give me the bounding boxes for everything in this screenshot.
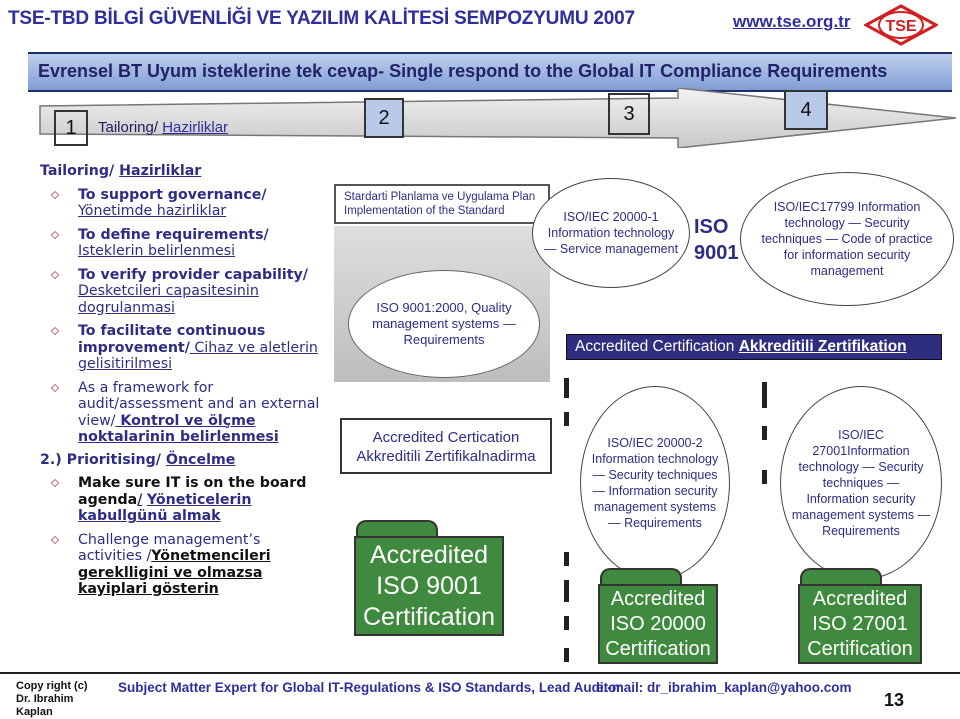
divider-bar (564, 378, 569, 398)
bullet-icon (50, 230, 60, 239)
divider-bar (762, 426, 767, 440)
divider-bar (762, 470, 767, 484)
divider-bar (564, 616, 569, 630)
item-turkish[interactable]: Yöneticelerin kabullgünü almak (78, 491, 252, 525)
cert-27001-tab (800, 568, 882, 588)
iso-27001-ellipse: ISO/IEC 27001Information technology — Se… (780, 386, 942, 580)
accredited-certification-box: Accredited Certication Akkreditili Zerti… (340, 418, 552, 474)
step-2-box: 2 (364, 98, 404, 138)
iso-9001-requirements-ellipse: ISO 9001:2000, Quality management system… (348, 270, 540, 378)
item-turkish[interactable]: Kontrol ve ölçme noktalarinin belirlenme… (78, 412, 279, 446)
cert-iso-27001-text: Accredited ISO 27001 Certification (807, 587, 913, 660)
item-turkish[interactable]: Isteklerin belirlenmesi (78, 243, 236, 259)
process-arrow (39, 88, 957, 148)
iso-20000-1-text: ISO/IEC 20000-1 Information technology —… (543, 210, 679, 256)
tse-logo-icon: TSE (864, 4, 938, 46)
step-3-number: 3 (623, 102, 635, 125)
cert-9001-tab (356, 520, 438, 540)
list-item: To define requirements/ Isteklerin belir… (40, 227, 322, 260)
item-english: To define requirements/ (78, 226, 269, 243)
step-2-number: 2 (378, 106, 390, 129)
item-turkish[interactable]: Desketcileri capasitesinin dogrulanmasi (78, 283, 259, 316)
left-column: Tailoring/ Hazirliklar To support govern… (40, 163, 322, 598)
cert-20000-tab (600, 568, 682, 588)
arrow-tailoring-label: Tailoring/ Hazirliklar (98, 119, 228, 136)
list-item: To verify provider capability/ Desketcil… (40, 267, 322, 317)
list-item: Make sure IT is on the board agenda/ Yön… (40, 475, 322, 525)
bullet-icon (50, 190, 60, 199)
list-item: To support governance/ Yönetimde hazirli… (40, 187, 322, 220)
cert-iso-20000-text: Accredited ISO 20000 Certification (605, 587, 711, 660)
step-4-box: 4 (784, 90, 828, 130)
left-heading: Tailoring/ Hazirliklar (40, 163, 322, 180)
cert-iso-9001-box: Accredited ISO 9001 Certification (354, 536, 504, 636)
cert-iso-20000-box: Accredited ISO 20000 Certification (598, 584, 718, 664)
step-1-box: 1 (54, 110, 88, 146)
divider-bar (564, 648, 569, 662)
banner: Evrensel BT Uyum isteklerine tek cevap- … (28, 52, 952, 92)
bullet-icon (50, 478, 60, 488)
list-item: To facilitate continuous improvement/ Ci… (40, 323, 322, 373)
bullet-icon (50, 383, 60, 392)
iso-27001-text: ISO/IEC 27001Information technology — Se… (791, 428, 931, 538)
footer-subject: Subject Matter Expert for Global IT-Regu… (118, 680, 622, 695)
cert-iso-27001-box: Accredited ISO 27001 Certification (798, 584, 922, 664)
header-url-link[interactable]: www.tse.org.tr (733, 12, 851, 31)
banner-text: Evrensel BT Uyum isteklerine tek cevap- … (38, 61, 888, 81)
section-2-prefix: 2.) Prioritising/ (40, 451, 166, 468)
step-4-number: 4 (800, 98, 812, 121)
step-1-number: 1 (65, 116, 77, 139)
list-item: As a framework for audit/assessment and … (40, 380, 322, 446)
iso-9001-requirements-text: ISO 9001:2000, Quality management system… (372, 300, 516, 347)
footer (0, 672, 960, 716)
bullet-icon (50, 535, 60, 544)
page-number: 13 (884, 690, 905, 710)
item-turkish[interactable]: Cihaz ve aletlerin gelisitirilmesi (78, 339, 318, 373)
bullet-icon (50, 326, 60, 336)
item-turkish[interactable]: Yönetmencileri gereklligini ve olmazsa k… (78, 548, 271, 597)
divider-bar (564, 580, 569, 602)
iso-20000-1-ellipse: ISO/IEC 20000-1 Information technology —… (532, 178, 690, 288)
item-english: As a framework for audit/assessment and … (78, 379, 320, 429)
iso-20000-2-text: ISO/IEC 20000-2 Information technology —… (591, 436, 719, 530)
item-turkish[interactable]: Yönetimde hazirliklar (78, 203, 227, 219)
footer-copyright: Copy right (c) Dr. Ibrahim Kaplan (16, 680, 88, 719)
list-item: Challenge management’s activities /Yönet… (40, 532, 322, 598)
bullet-icon (50, 270, 60, 279)
arrow-tailoring-link[interactable]: Hazirliklar (162, 119, 229, 136)
iso-17799-ellipse: ISO/IEC17799 Information technology — Se… (740, 172, 954, 306)
iso-20000-2-ellipse: ISO/IEC 20000-2 Information technology —… (580, 386, 730, 580)
section-2-heading: 2.) Prioritising/ Öncelme (40, 452, 322, 469)
header-title: TSE-TBD BİLGİ GÜVENLİĞİ VE YAZILIM KALİT… (8, 8, 635, 29)
section-2-link[interactable]: Öncelme (165, 451, 236, 468)
divider-bar (564, 552, 569, 566)
left-heading-link[interactable]: Hazirliklar (119, 163, 202, 179)
item-english: To support governance/ (78, 186, 267, 203)
logo-text: TSE (885, 18, 916, 35)
item-english: Make sure IT is on the board agenda (78, 475, 307, 508)
arrow-tailoring-prefix: Tailoring/ (98, 119, 163, 136)
item-english: To verify provider capability/ (78, 266, 308, 283)
step-3-box: 3 (608, 93, 650, 135)
left-heading-prefix: Tailoring/ (40, 163, 120, 179)
divider-bar (762, 382, 767, 408)
divider-bar (564, 412, 569, 426)
cert-iso-9001-text: Accredited ISO 9001 Certification (363, 540, 495, 631)
standard-implementation-box: Stardarti Planlama ve Uygulama Plan Impl… (334, 184, 550, 224)
footer-email[interactable]: e.-mail: dr_ibrahim_kaplan@yahoo.com (596, 680, 852, 695)
item-slash[interactable]: / (137, 491, 143, 508)
item-english: To facilitate continuous improvement/ (78, 323, 266, 356)
accredited-certification-bar: Accredited Certification Akkreditili Zer… (566, 334, 942, 360)
iso-9001-label: ISO 9001 (694, 216, 739, 264)
iso-17799-text: ISO/IEC17799 Information technology — Se… (761, 200, 933, 278)
accr-prefix: Accredited Certification (575, 338, 739, 355)
copyright-line: Copy right (c) (16, 680, 88, 692)
copyright-line: Kaplan (16, 706, 53, 718)
copyright-line: Dr. Ibrahim (16, 693, 74, 705)
item-english: Challenge management’s activities / (78, 531, 261, 565)
accr-bold: Akkreditili Zertifikation (738, 338, 907, 355)
